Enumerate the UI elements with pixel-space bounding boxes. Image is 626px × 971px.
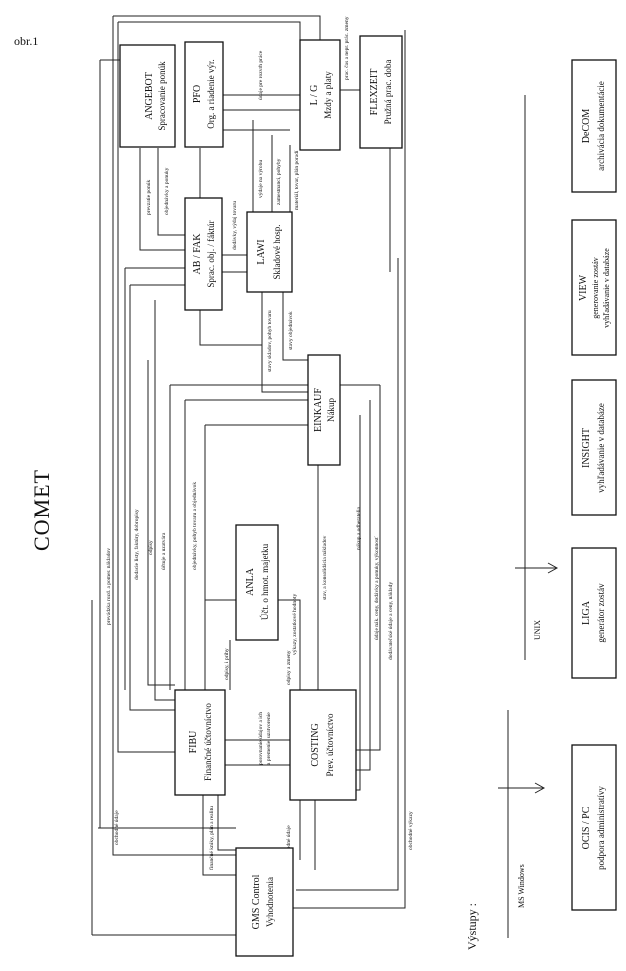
label-lawi-einkauf-2: stavy objednávok (288, 311, 294, 350)
svg-text:Pružná prac. doba: Pružná prac. doba (383, 60, 393, 125)
box-ab-fak: AB / FAK Sprac. obj. / fáktúr (184, 197, 223, 311)
svg-text:Prev. účtovníctvo: Prev. účtovníctvo (325, 713, 335, 776)
output-box-liga: LIGA generátor zostáv (571, 547, 617, 679)
svg-text:Org. a riadenie výr.: Org. a riadenie výr. (206, 59, 216, 129)
box-fibu: FIBU Finančné účtovníctvo (174, 689, 226, 796)
edge-labels: údaje pre rozvrh práce prac. čas a nepr.… (106, 16, 414, 870)
svg-text:Účt. o hmot. majetku: Účt. o hmot. majetku (260, 543, 270, 620)
svg-text:ANGEBOT: ANGEBOT (144, 72, 155, 120)
label-gms-1: obchodné údaje (114, 810, 120, 845)
svg-text:archivácia dokumentácie: archivácia dokumentácie (596, 81, 606, 171)
svg-text:Sprac. obj. / fáktúr: Sprac. obj. / fáktúr (206, 220, 216, 287)
svg-text:LIGA: LIGA (581, 600, 592, 625)
svg-text:INSIGHT: INSIGHT (581, 428, 592, 468)
outputs-section: Výstupy : MS Windows UNIX OCIS / PC podp… (465, 59, 617, 950)
svg-text:FLEXZEIT: FLEXZEIT (369, 69, 380, 116)
label-right-2: údaje nák. ceny, dodávky a ponuky, výkon… (373, 536, 380, 640)
svg-text:GMS Control: GMS Control (251, 874, 262, 929)
svg-text:COSTING: COSTING (310, 723, 321, 766)
windows-label: MS Windows (517, 864, 526, 908)
svg-text:Finančné účtovníctvo: Finančné účtovníctvo (203, 703, 213, 781)
output-box-insight: INSIGHT vyhľadávanie v databáze (571, 379, 617, 516)
label-einkauf-fibu: objednávky, pohyb tovaru a objednávok (192, 482, 198, 570)
svg-text:generovanie zostáv: generovanie zostáv (591, 257, 600, 319)
outputs-label: Výstupy : (465, 903, 479, 950)
svg-text:FIBU: FIBU (188, 730, 199, 754)
output-box-ocis: OCIS / PC podpora administratívy (571, 744, 617, 911)
label-lawi-pfo-2: zamestnanci, pohyby (276, 158, 282, 205)
box-lawi: LAWI Skladové hosp. (246, 211, 293, 293)
label-fibu-left-3: odpisy (148, 540, 154, 555)
box-einkauf: EINKAUF Nákup (307, 354, 341, 466)
label-right-3: dodávateľské údaje a ceny, náklady (388, 582, 394, 660)
svg-text:EINKAUF: EINKAUF (313, 388, 324, 432)
svg-text:OCIS / PC: OCIS / PC (581, 806, 592, 849)
label-lawi-pfo-1: výdaje na výrobu (258, 160, 264, 198)
svg-text:ANLA: ANLA (245, 567, 256, 596)
svg-text:VIEW: VIEW (578, 274, 589, 301)
label-angebot-ab: objednávky a ponuky (164, 167, 170, 215)
label-fibu-costing-2: a premenie, uzatvorenie (266, 712, 272, 765)
label-ab-lawi: dodávky, výdaj tovaru (232, 201, 238, 250)
svg-text:LAWI: LAWI (256, 239, 267, 264)
box-flexzeit: FLEXZEIT Pružná prac. doba (359, 35, 403, 149)
box-lg: L / G Mzdy a platy (299, 39, 341, 151)
connectors (91, 15, 406, 936)
svg-text:vyhľadávanie v databáze: vyhľadávanie v databáze (596, 403, 606, 493)
unix-label: UNIX (533, 620, 542, 640)
label-fibu-left-1: prevádzka rozd. a pomer. nákladov (106, 548, 112, 625)
box-costing: COSTING Prev. účtovníctvo (289, 689, 357, 801)
label-angebot-side: prevzatie ponúk (146, 179, 152, 215)
box-pfo: PFO Org. a riadenie výr. (184, 41, 224, 148)
module-boxes: ANGEBOT Spracovanie ponúk PFO Org. a ria… (119, 35, 403, 957)
output-box-view: VIEW generovanie zostáv vyhľadávanie v d… (571, 219, 617, 356)
figure-label: obr.1 (14, 34, 39, 48)
label-gms-4: obchodné výkazy (408, 811, 414, 850)
label-fibu-costing-1: porovnanie údajov a ich (258, 712, 264, 765)
svg-text:generátor zostáv: generátor zostáv (596, 583, 606, 643)
svg-text:Spracovanie ponúk: Spracovanie ponúk (157, 61, 167, 131)
label-einkauf-costing: stav, a konsolidácia nákladov (322, 535, 328, 600)
box-gms-control: GMS Control Vyhodnotenia (235, 847, 294, 957)
label-lg-flexzeit: prac. čas a nepr. prác. zmeny (344, 16, 350, 80)
box-angebot: ANGEBOT Spracovanie ponúk (119, 44, 176, 148)
svg-text:PFO: PFO (192, 85, 203, 103)
label-fibu-left-2: dodacie listy, faktúry, dobropisy (133, 509, 140, 580)
box-anla: ANLA Účt. o hmot. majetku (235, 524, 279, 641)
svg-text:Mzdy a platy: Mzdy a platy (323, 71, 333, 119)
svg-text:podpora administratívy: podpora administratívy (596, 786, 606, 870)
label-anla-fibu: odpisy, i prihy (224, 648, 230, 680)
label-right-1: nákup a odberatelia (356, 506, 362, 550)
output-box-decom: DeCOM archivácia dokumentácie (571, 59, 617, 193)
label-pfo-lg: údaje pre rozvrh práce (258, 50, 264, 100)
label-fibu-left-4: účtuje a uzatvára (161, 532, 167, 570)
svg-text:Skladové hosp.: Skladové hosp. (272, 225, 282, 280)
label-gms-3: obchodné údaje (286, 825, 292, 860)
svg-text:L / G: L / G (309, 85, 320, 106)
label-anla-costing-2: odpisy a zmeny (286, 650, 292, 685)
label-lawi-einkauf-1: stavy skladov, pohyb tovaru (267, 310, 273, 372)
label-gms-2: finančné kniky, plán a realitu (208, 806, 215, 870)
label-lawi-pfo-3: materiál, tovar, plán poradí (294, 150, 300, 210)
svg-text:Nákup: Nákup (326, 398, 336, 422)
svg-text:Vyhodnotenia: Vyhodnotenia (265, 877, 275, 927)
svg-text:vyhľadávanie v databáze: vyhľadávanie v databáze (602, 248, 611, 328)
svg-text:DeCOM: DeCOM (581, 109, 592, 144)
label-anla-costing-1: výkazy, zostatkové hodnoty (292, 594, 298, 655)
svg-text:AB / FAK: AB / FAK (192, 233, 203, 275)
